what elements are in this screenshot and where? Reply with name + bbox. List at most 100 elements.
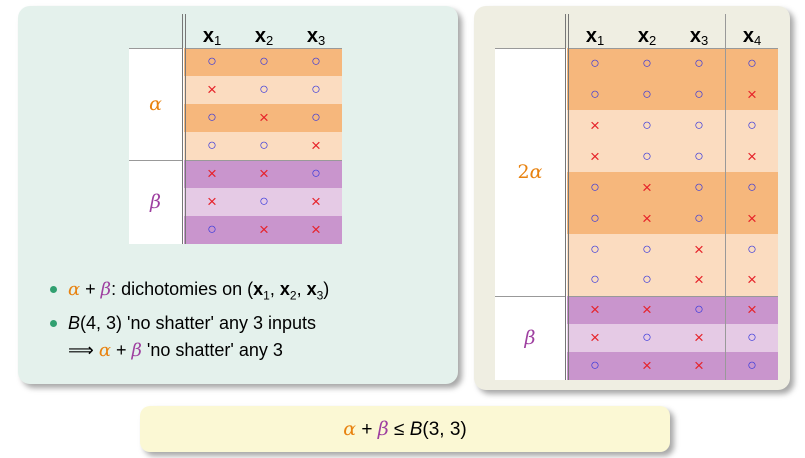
bullet-dot-icon [50, 286, 57, 293]
table-cell: ○ [184, 216, 238, 244]
table-cell: ○ [621, 324, 673, 352]
table-cell: ○ [184, 104, 238, 132]
cross-icon: × [747, 146, 757, 166]
table-cell: × [725, 141, 778, 172]
cross-icon: × [642, 208, 652, 228]
circle-icon: ○ [694, 85, 704, 103]
circle-icon: ○ [311, 109, 321, 126]
table-cell: × [621, 172, 673, 203]
circle-icon: ○ [207, 109, 217, 126]
table-cell: ○ [673, 295, 726, 324]
circle-icon: ○ [590, 357, 600, 374]
table-cell: × [673, 234, 726, 265]
cross-icon: × [590, 300, 600, 320]
group-label-alpha: α [129, 47, 186, 160]
cross-icon: × [694, 239, 704, 259]
table-cell: ○ [621, 265, 673, 296]
cross-icon: × [747, 84, 757, 104]
circle-icon: ○ [694, 301, 704, 319]
right-panel: x1 x2 x3 x4 2α ○○○○ ○○○× ×○○○ ×○○× ○×○○ … [474, 6, 790, 390]
table-cell: ○ [238, 76, 290, 104]
table-cell: ○ [567, 172, 621, 203]
table-cell: ○ [673, 110, 726, 141]
circle-icon: ○ [590, 54, 600, 72]
header-x1: x1 [585, 24, 605, 48]
circle-icon: ○ [694, 209, 704, 227]
table-cell: ○ [673, 172, 726, 203]
group-label-beta: β [129, 159, 186, 244]
table-cell: ○ [621, 234, 673, 265]
table-cell: ○ [725, 172, 778, 203]
cross-icon: × [259, 108, 269, 127]
corner-cell [495, 14, 569, 48]
circle-icon: ○ [259, 136, 269, 154]
circle-icon: ○ [207, 221, 217, 238]
table-cell: ○ [567, 47, 621, 79]
table-cell: ○ [725, 110, 778, 141]
circle-icon: ○ [694, 116, 704, 134]
cross-icon: × [259, 220, 269, 239]
circle-icon: ○ [694, 178, 704, 196]
table-cell: ○ [184, 132, 238, 160]
header-x3: x3 [306, 24, 326, 48]
cross-icon: × [747, 208, 757, 228]
cross-icon: × [590, 146, 600, 166]
circle-icon: ○ [747, 240, 757, 258]
table-cell: × [238, 104, 290, 132]
circle-icon: ○ [311, 81, 321, 98]
circle-icon: ○ [642, 240, 652, 258]
table-cell: ○ [725, 47, 778, 79]
cross-icon: × [694, 328, 704, 347]
table-cell: × [673, 265, 726, 296]
table-cell: × [567, 141, 621, 172]
formula-text: α + β ≤ B(3, 3) [343, 418, 467, 440]
circle-icon: ○ [590, 271, 600, 289]
circle-icon: ○ [747, 116, 757, 134]
circle-icon: ○ [207, 136, 217, 154]
circle-icon: ○ [590, 85, 600, 103]
circle-icon: ○ [259, 53, 269, 71]
circle-icon: ○ [642, 329, 652, 346]
corner-cell [129, 14, 186, 48]
circle-icon: ○ [694, 54, 704, 72]
table-cell: × [238, 159, 290, 188]
cross-icon: × [311, 192, 321, 211]
cross-icon: × [642, 177, 652, 197]
cross-icon: × [590, 328, 600, 347]
table-row: α ○ ○ ○ [129, 47, 342, 160]
circle-icon: ○ [590, 178, 600, 196]
group-label-beta: β [495, 295, 569, 380]
table-cell: × [725, 79, 778, 110]
left-panel: x1 x2 x3 α ○○○ ×○○ ○×○ ○○× β ××○ ×○× ○×× [18, 6, 458, 384]
circle-icon: ○ [694, 147, 704, 165]
bullet-dot-icon [50, 319, 57, 327]
table-cell: ○ [725, 352, 778, 380]
table-row: 2α ○○○○ [495, 47, 778, 296]
table-cell: ○ [621, 47, 673, 79]
cross-icon: × [207, 164, 217, 184]
circle-icon: ○ [590, 209, 600, 227]
cross-icon: × [694, 270, 704, 290]
cross-icon: × [642, 300, 652, 320]
table-row: β × × ○ × [495, 295, 778, 380]
circle-icon: ○ [311, 165, 321, 183]
table-cell: ○ [725, 324, 778, 352]
table-cell: ○ [567, 234, 621, 265]
circle-icon: ○ [642, 54, 652, 72]
table-cell: × [725, 265, 778, 296]
circle-icon: ○ [311, 53, 321, 71]
header-x4: x4 [725, 14, 778, 48]
table-cell: × [725, 203, 778, 234]
right-dichotomy-table: x1 x2 x3 x4 2α ○○○○ ○○○× ×○○○ ×○○× ○×○○ … [495, 14, 778, 380]
table-cell: × [238, 216, 290, 244]
circle-icon: ○ [747, 329, 757, 346]
cross-icon: × [259, 164, 269, 184]
table-cell: × [567, 295, 621, 324]
table-cell: × [290, 188, 342, 216]
table-cell: × [567, 110, 621, 141]
circle-icon: ○ [642, 116, 652, 134]
circle-icon: ○ [259, 81, 269, 98]
circle-icon: ○ [642, 271, 652, 289]
header-x2: x2 [637, 24, 657, 48]
circle-icon: ○ [747, 178, 757, 196]
